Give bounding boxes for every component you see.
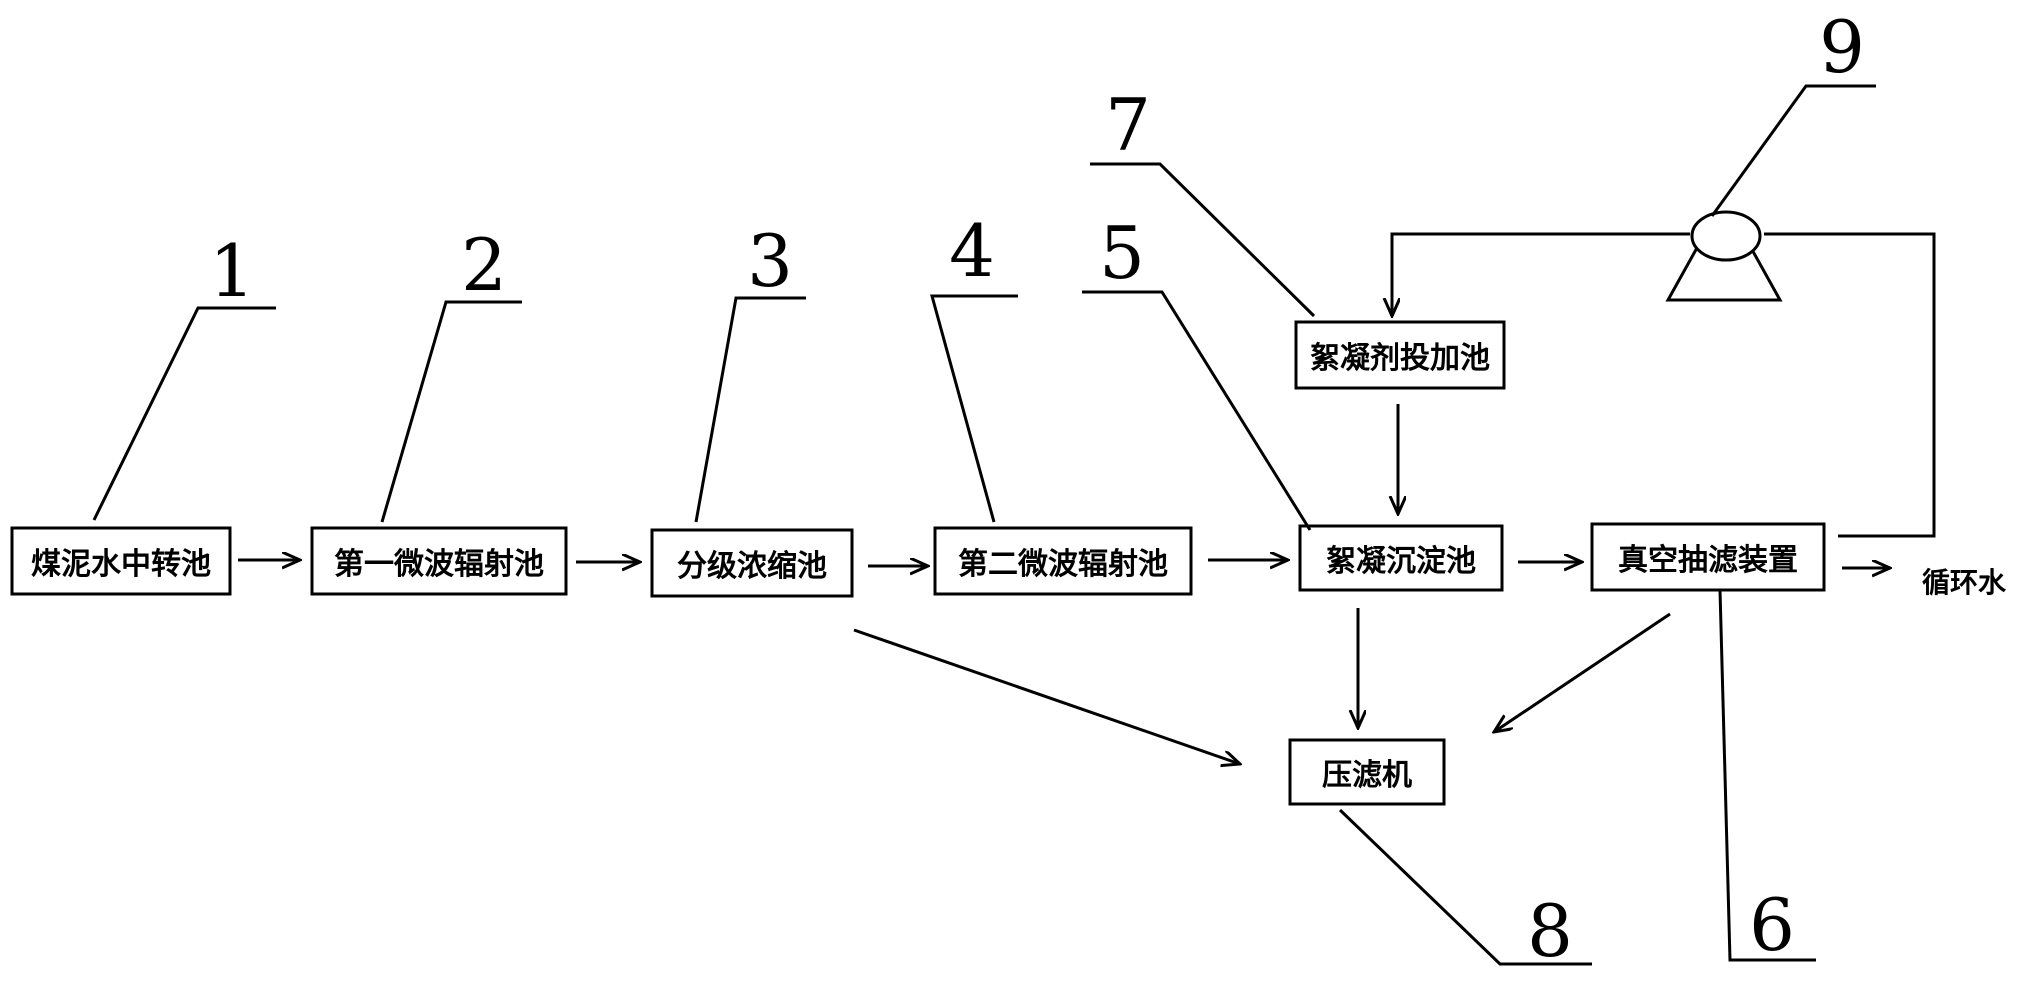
box-label-2: 第一微波辐射池: [334, 547, 544, 582]
pump-icon: [1665, 210, 1783, 302]
leader-3: 3: [694, 219, 806, 523]
box-vacuum-filtration-device: 真空抽滤装置: [1590, 522, 1826, 592]
box-label-6: 真空抽滤装置: [1618, 543, 1798, 578]
box-label-8: 压滤机: [1322, 758, 1412, 793]
recycle-line-left: [1392, 232, 1690, 316]
ref-number-4: 4: [949, 209, 995, 293]
box-classification-thickener: 分级浓缩池: [650, 528, 854, 598]
box-label-3: 分级浓缩池: [677, 549, 827, 584]
circulating-water-label: 循环水: [1922, 566, 2007, 599]
box-flocculation-sedimentation-tank: 絮凝沉淀池: [1298, 524, 1504, 592]
box-first-microwave-tank: 第一微波辐射池: [310, 526, 568, 596]
ref-number-1: 1: [209, 229, 255, 313]
leader-9: 9: [1710, 5, 1876, 217]
ref-number-8: 8: [1527, 889, 1573, 973]
leader-5: 5: [1082, 211, 1312, 531]
arrow-6-to-8: [1494, 612, 1671, 732]
ref-number-7: 7: [1105, 83, 1151, 167]
leader-4: 4: [930, 209, 1018, 523]
recycle-line-right: [1764, 232, 1936, 538]
box-flocculant-dosing-tank: 絮凝剂投加池: [1294, 320, 1506, 390]
arrow-3-to-8: [853, 628, 1240, 764]
leader-7: 7: [1090, 83, 1316, 318]
leader-8: 8: [1338, 808, 1592, 973]
box-second-microwave-tank: 第二微波辐射池: [933, 526, 1193, 596]
box-label-1: 煤泥水中转池: [31, 547, 211, 582]
ref-number-2: 2: [461, 223, 507, 307]
ref-number-9: 9: [1819, 5, 1865, 89]
leader-2: 2: [380, 223, 522, 523]
ref-number-6: 6: [1749, 883, 1795, 967]
ref-number-3: 3: [747, 219, 793, 303]
leader-1: 1: [92, 229, 276, 521]
box-label-7: 絮凝剂投加池: [1310, 341, 1490, 376]
box-label-4: 第二微波辐射池: [958, 547, 1168, 582]
leader-6: 6: [1718, 589, 1816, 967]
box-label-5: 絮凝沉淀池: [1326, 544, 1476, 579]
ref-number-5: 5: [1099, 211, 1145, 295]
box-slime-water-transfer-tank: 煤泥水中转池: [10, 526, 232, 596]
box-filter-press: 压滤机: [1288, 738, 1446, 806]
